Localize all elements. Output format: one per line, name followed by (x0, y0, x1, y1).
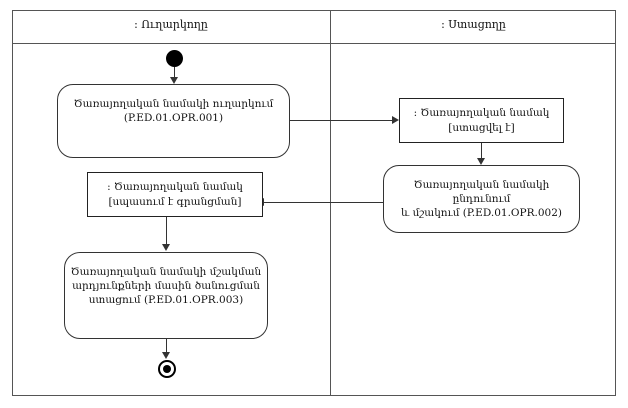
edge-letter-received-to-receive (481, 143, 482, 160)
object-letter-pending-line2: [սպասում է գրանցման] (108, 196, 242, 208)
edge-initial-to-send (174, 67, 175, 79)
swimlane-title-receiver: : Ստացողը (441, 18, 506, 31)
activity-send-letter-line2: (P.ED.01.OPR.001) (123, 112, 224, 124)
activity-receive-letter-line1: Ծառայողական նամակի ընդունում (413, 179, 550, 205)
activity-notification-line1: Ծառայողական նամակի մշակման (70, 266, 262, 278)
object-letter-pending-registration: : Ծառայողական նամակ [սպասում է գրանցման] (87, 172, 263, 217)
swimlane-vertical-divider (330, 10, 331, 396)
initial-node (166, 50, 183, 67)
object-letter-received-line1: : Ծառայողական նամակ (413, 107, 550, 119)
activity-receive-processing-notification: Ծառայողական նամակի մշակման արդյունքների … (64, 252, 268, 339)
swimlane-header-divider (12, 43, 616, 44)
arrowhead-right-icon (392, 116, 399, 124)
arrowhead-down-icon (162, 244, 170, 251)
swimlane-title-sender: : Ուղարկողը (134, 18, 208, 31)
edge-letter-pending-to-notify (166, 217, 167, 245)
arrowhead-down-icon (477, 158, 485, 165)
object-letter-pending-line1: : Ծառայողական նամակ (107, 181, 243, 193)
arrowhead-down-icon (162, 352, 170, 359)
activity-notification-line2: արդյունքների մասին ծանուցման (72, 280, 260, 292)
object-letter-received-line2: [ստացվել է] (448, 122, 515, 134)
final-node (158, 360, 176, 378)
activity-receive-letter-line2: և մշակում (P.ED.01.OPR.002) (401, 207, 562, 219)
edge-notify-to-final (166, 339, 167, 354)
activity-send-letter-line1: Ծառայողական նամակի ուղարկում (73, 98, 274, 110)
activity-send-letter: Ծառայողական նամակի ուղարկում (P.ED.01.OP… (57, 84, 290, 158)
arrowhead-down-icon (170, 77, 178, 84)
object-letter-received: : Ծառայողական նամակ [ստացվել է] (399, 98, 564, 143)
edge-receive-to-letter-pending (264, 202, 383, 203)
edge-send-to-letter-received (290, 120, 394, 121)
activity-notification-line3: ստացում (P.ED.01.OPR.003) (88, 294, 244, 306)
activity-receive-letter: Ծառայողական նամակի ընդունում և մշակում (… (383, 165, 580, 233)
